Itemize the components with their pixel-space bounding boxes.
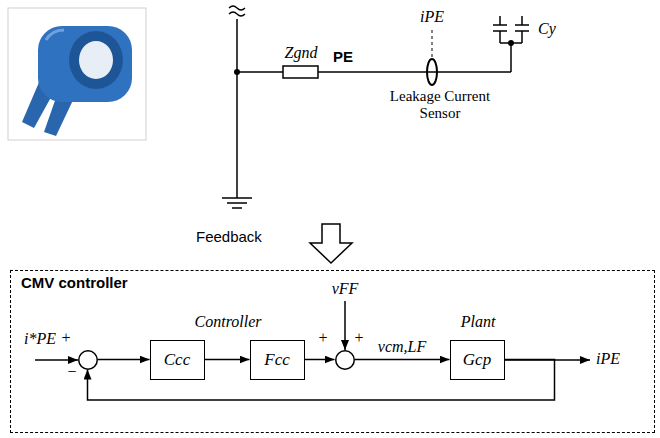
impedance-label: Zgnd [280,44,322,62]
capacitor-symbol [493,30,507,32]
summing-circle [335,350,354,369]
sign-label: + [62,330,71,346]
ground-symbol [222,197,252,199]
block-name: Ccc [164,350,190,370]
signal-connector [355,359,450,361]
group-label: Plant [438,313,518,331]
signal-connector [305,359,335,361]
wire [318,71,511,73]
hollow-arrow [310,224,352,263]
wire [510,43,512,72]
wire [237,71,283,73]
node-label: PE [333,48,363,65]
summing-junction: +− [78,350,98,370]
sensor-hole [79,41,113,79]
capacitor-symbol [499,16,501,25]
capacitor-symbol [521,31,523,43]
wire [500,42,522,44]
block-name: Fcc [264,350,289,370]
ac-symbol [229,12,245,16]
signal-name: vFF [325,280,365,298]
impedance-symbol [283,66,318,78]
feedback-label: Feedback [196,228,276,245]
wire [236,19,238,198]
junction-outline [78,350,98,370]
capacitor-label: Cy [538,20,568,38]
signal-connector [205,359,250,361]
signal-connector [98,359,150,361]
sensor-label: Leakage Current Sensor [385,88,495,123]
signal-name: vcm,LF [376,338,428,356]
block-name: Gcp [463,350,491,370]
photo-frame [8,8,146,140]
leader-line [432,30,433,58]
ac-symbol [229,6,245,10]
summing-circle [78,350,97,369]
capacitor-symbol [521,16,523,25]
sign-label: + [355,330,364,346]
capacitor-symbol [499,31,501,43]
capacitor-symbol [515,30,529,32]
filter-block: Fcc [250,340,305,380]
current-sensor-symbol [427,59,437,85]
signal-name: iPE [412,8,452,26]
signal-name: iPE [596,350,636,368]
frame-heading: CMV controller [21,274,128,291]
controller-block: Ccc [150,340,205,380]
signal-line [35,359,78,361]
sensor-ring [69,31,123,89]
sensor-body [38,26,132,102]
ground-symbol [227,202,247,204]
sensor-highlight [46,30,64,40]
summing-junction: ++ [335,350,355,370]
signal-line [344,301,346,350]
plant-block: Gcp [450,340,505,380]
signal-name: i*PE [24,330,60,348]
group-label: Controller [183,313,273,331]
sign-label: + [319,330,328,346]
junction-outline [335,350,355,370]
ground-symbol [232,207,242,209]
sign-label: − [68,364,77,380]
